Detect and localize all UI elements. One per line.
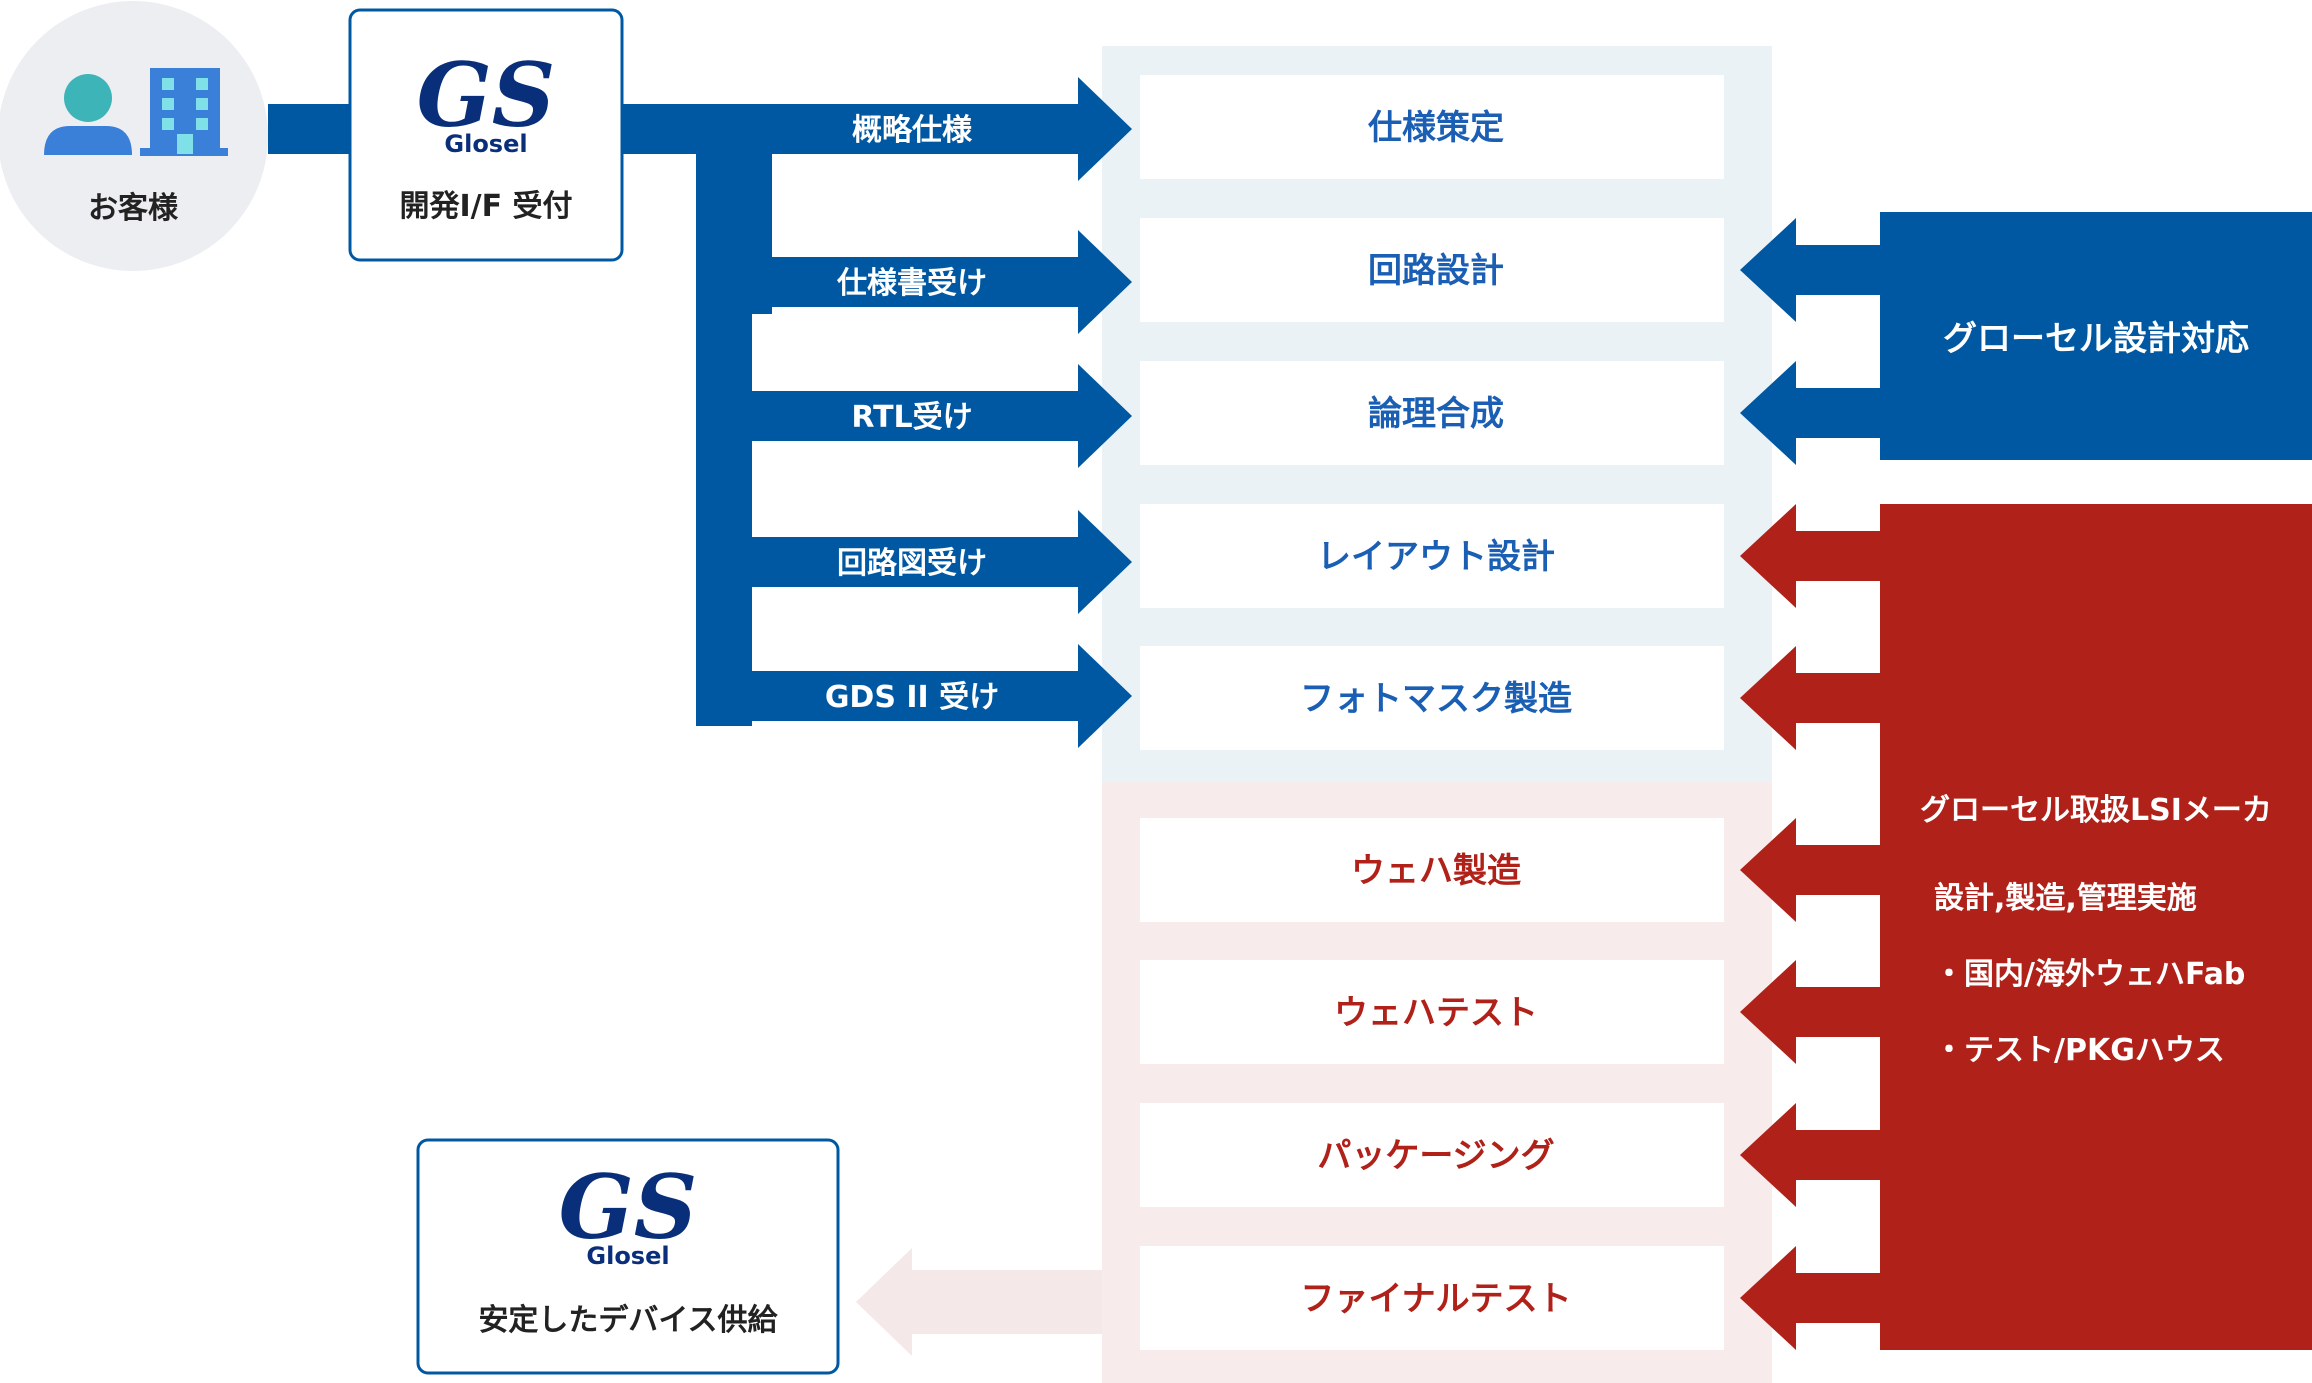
input-label: GDS II 受け bbox=[825, 680, 999, 715]
reception-node: GS Glosel 開発I/F 受付 bbox=[348, 8, 624, 262]
svg-text:GS: GS bbox=[559, 1155, 698, 1259]
design-step-5: フォトマスク製造 bbox=[1140, 646, 1724, 750]
glosel-panel: グローセル設計対応 bbox=[1880, 212, 2312, 460]
maker-support-arrow-4 bbox=[1740, 960, 1880, 1064]
arrow-shape bbox=[752, 77, 1132, 181]
customer-connector bbox=[268, 104, 350, 154]
input-arrow-1: 概略仕様 bbox=[752, 77, 1132, 181]
customer-node: お客様 bbox=[0, 1, 268, 271]
process-steps: 仕様策定回路設計論理合成レイアウト設計フォトマスク製造ウェハ製造ウェハテストパッ… bbox=[1140, 75, 1724, 1350]
fab-step-1: ウェハ製造 bbox=[1140, 818, 1724, 922]
design-step-2: 回路設計 bbox=[1140, 218, 1724, 322]
input-label: 回路図受け bbox=[837, 546, 987, 581]
glosel-logo-icon: GS Glosel bbox=[417, 43, 556, 158]
maker-support-arrow-5 bbox=[1740, 1103, 1880, 1207]
step-label: 論理合成 bbox=[1368, 394, 1504, 434]
glosel-logo-icon: GS Glosel bbox=[559, 1155, 698, 1270]
step-label: フォトマスク製造 bbox=[1300, 679, 1572, 719]
glosel-support-arrow-2 bbox=[1740, 361, 1880, 465]
maker-support-arrow-6 bbox=[1740, 1246, 1880, 1350]
design-step-3: 論理合成 bbox=[1140, 361, 1724, 465]
input-label: 概略仕様 bbox=[852, 113, 973, 148]
input-arrow-4: 回路図受け bbox=[752, 510, 1132, 614]
input-arrow-2: 仕様書受け bbox=[752, 230, 1132, 334]
support-arrows bbox=[1740, 218, 1880, 1350]
input-label: 仕様書受け bbox=[836, 266, 987, 301]
step-label: 回路設計 bbox=[1368, 251, 1504, 291]
svg-text:GS: GS bbox=[417, 43, 556, 147]
step-label: レイアウト設計 bbox=[1317, 537, 1555, 577]
maker-line-1: 設計,製造,管理実施 bbox=[1934, 881, 2197, 916]
delivery-logo-text: Glosel bbox=[586, 1242, 669, 1270]
building-icon bbox=[140, 68, 228, 156]
maker-panel: グローセル取扱LSIメーカ 設計,製造,管理実施 ・国内/海外ウェハFab ・テ… bbox=[1880, 504, 2312, 1350]
reception-logo-text: Glosel bbox=[444, 130, 527, 158]
customer-label: お客様 bbox=[88, 191, 179, 226]
arrow-shape bbox=[752, 364, 1132, 468]
fab-step-2: ウェハテスト bbox=[1140, 960, 1724, 1064]
arrow-shape bbox=[752, 230, 1132, 334]
maker-support-arrow-3 bbox=[1740, 818, 1880, 922]
input-arrow-3: RTL受け bbox=[752, 364, 1132, 468]
input-label: RTL受け bbox=[851, 400, 972, 435]
maker-support-arrow-1 bbox=[1740, 504, 1880, 608]
glosel-support-arrow-1 bbox=[1740, 218, 1880, 322]
glosel-panel-label: グローセル設計対応 bbox=[1943, 319, 2249, 359]
arrow-shape bbox=[752, 510, 1132, 614]
delivery-label: 安定したデバイス供給 bbox=[478, 1303, 778, 1338]
design-step-4: レイアウト設計 bbox=[1140, 504, 1724, 608]
maker-support-arrow-2 bbox=[1740, 646, 1880, 750]
delivery-node: GS Glosel 安定したデバイス供給 bbox=[416, 1138, 840, 1375]
delivery-arrow bbox=[856, 1248, 1102, 1356]
step-label: 仕様策定 bbox=[1368, 108, 1504, 148]
fab-step-4: ファイナルテスト bbox=[1140, 1246, 1724, 1350]
input-arrow-5: GDS II 受け bbox=[752, 644, 1132, 748]
fab-step-3: パッケージング bbox=[1140, 1103, 1724, 1207]
step-label: ウェハテスト bbox=[1334, 993, 1538, 1033]
maker-title: グローセル取扱LSIメーカ bbox=[1920, 793, 2272, 828]
step-label: ウェハ製造 bbox=[1351, 851, 1521, 891]
design-step-1: 仕様策定 bbox=[1140, 75, 1724, 179]
maker-line-2: ・国内/海外ウェハFab bbox=[1934, 957, 2245, 992]
maker-line-3: ・テスト/PKGハウス bbox=[1934, 1033, 2225, 1068]
person-icon bbox=[44, 74, 132, 155]
step-label: ファイナルテスト bbox=[1300, 1279, 1571, 1319]
step-label: パッケージング bbox=[1317, 1136, 1554, 1176]
arrow-shape bbox=[752, 644, 1132, 748]
reception-label: 開発I/F 受付 bbox=[399, 189, 572, 224]
